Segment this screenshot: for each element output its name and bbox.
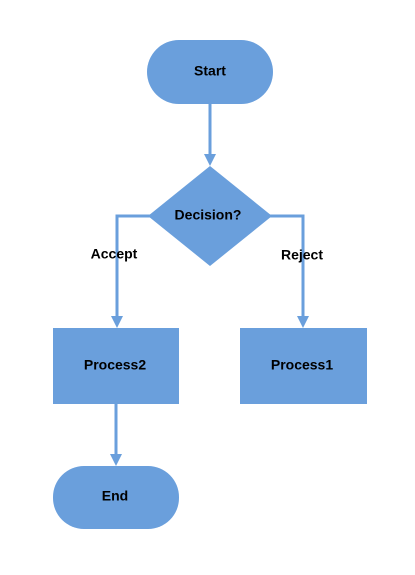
edge-label-accept: Accept xyxy=(91,246,138,262)
terminator-shape xyxy=(147,40,273,104)
node-process2[interactable]: Process2 xyxy=(53,328,179,404)
node-end[interactable]: End xyxy=(53,466,179,529)
process-rect-shape xyxy=(53,328,179,404)
arrowhead-icon xyxy=(111,316,123,328)
edge-label-reject: Reject xyxy=(281,247,323,263)
process-rect-shape xyxy=(240,328,367,404)
node-decision[interactable]: Decision? xyxy=(148,166,272,266)
node-process1-label: Process1 xyxy=(271,357,333,373)
node-decision-label: Decision? xyxy=(175,207,242,223)
terminator-shape xyxy=(53,466,179,529)
arrowhead-icon xyxy=(297,316,309,328)
connector-line xyxy=(270,214,305,316)
node-process1[interactable]: Process1 xyxy=(240,328,367,404)
node-start[interactable]: Start xyxy=(147,40,273,104)
edge-start-to-decision xyxy=(204,104,216,166)
node-process2-label: Process2 xyxy=(84,357,146,373)
edge-process2-to-end xyxy=(110,403,122,466)
arrowhead-icon xyxy=(110,454,122,466)
arrowhead-icon xyxy=(204,154,216,166)
decision-diamond-shape xyxy=(148,166,272,266)
node-start-label: Start xyxy=(194,63,226,79)
connector-line xyxy=(115,214,150,316)
edge-decision-to-process2 xyxy=(111,214,150,328)
edge-decision-to-process1 xyxy=(270,214,309,328)
node-end-label: End xyxy=(102,488,128,504)
